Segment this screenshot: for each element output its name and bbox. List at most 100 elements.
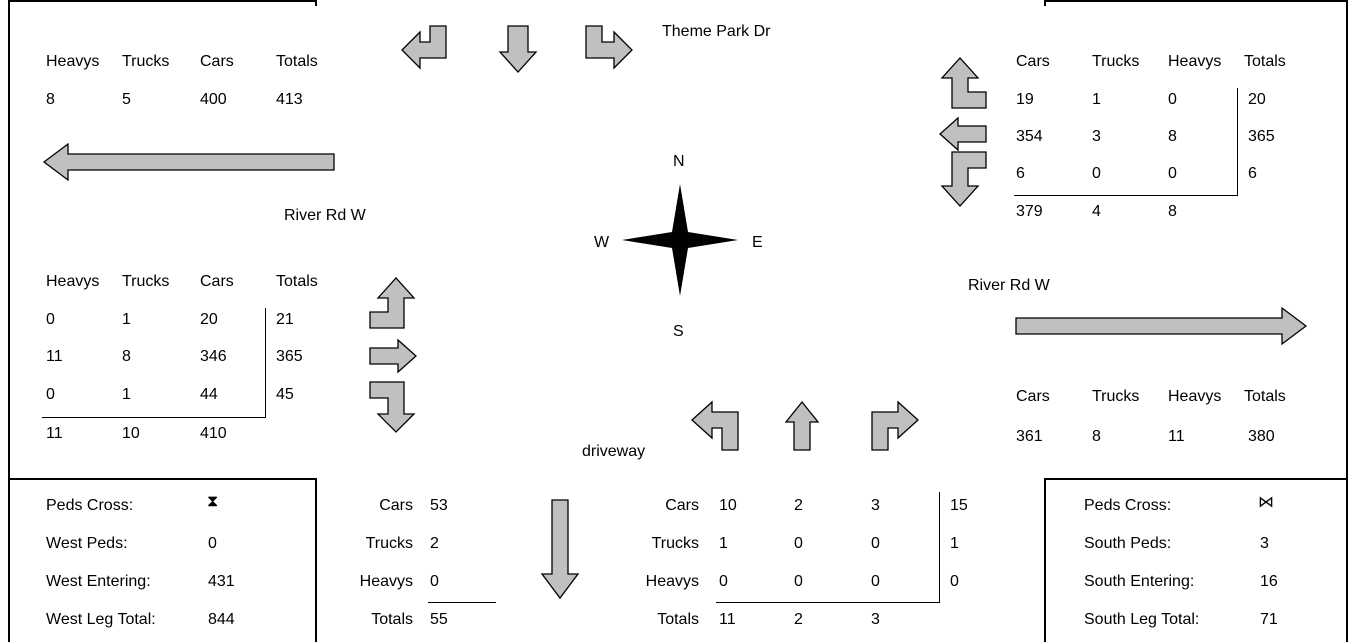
east-outbound-arrow-icon [1015, 306, 1308, 346]
east-out-header-trucks: Trucks [1092, 388, 1140, 405]
east-in-header-trucks: Trucks [1092, 53, 1140, 70]
south-in-r1-c3: 3 [871, 497, 880, 514]
west-in-r3-trucks: 1 [122, 386, 131, 403]
east-street-label: River Rd W [968, 277, 1050, 294]
west-in-header-heavys: Heavys [46, 273, 100, 290]
frame-top-right-tick [1044, 0, 1046, 6]
east-out-value-totals: 380 [1248, 428, 1275, 445]
east-left-turn-arrow-icon [940, 151, 987, 207]
east-in-r2-heavys: 8 [1168, 128, 1177, 145]
south-peds-value-entering: 16 [1260, 573, 1278, 590]
frame-bottom-right-v [1044, 478, 1046, 642]
south-in-r1-c1: 10 [719, 497, 737, 514]
west-peds-label-cross: Peds Cross: [46, 497, 134, 514]
west-in-r1-total: 21 [276, 311, 294, 328]
south-in-r2-total: 1 [950, 535, 959, 552]
south-peds-label-cross: Peds Cross: [1084, 497, 1172, 514]
east-out-value-cars: 361 [1016, 428, 1043, 445]
south-out-label-heavys: Heavys [359, 573, 413, 590]
south-out-label-trucks: Trucks [365, 535, 413, 552]
south-out-value-totals: 55 [430, 611, 448, 628]
west-street-label: River Rd W [284, 207, 366, 224]
west-in-r3-total: 45 [276, 386, 294, 403]
south-out-total-rule [428, 602, 496, 604]
west-in-r2-heavys: 11 [46, 348, 63, 365]
east-in-r3-total: 6 [1248, 165, 1257, 182]
south-in-r2-c2: 0 [794, 535, 803, 552]
north-header-heavys: Heavys [46, 53, 100, 70]
south-in-label-trucks: Trucks [651, 535, 699, 552]
east-in-total-trucks: 4 [1092, 203, 1101, 220]
west-in-header-trucks: Trucks [122, 273, 170, 290]
east-in-r1-total: 20 [1248, 91, 1266, 108]
west-left-turn-arrow-icon [369, 277, 416, 329]
east-in-header-cars: Cars [1016, 53, 1050, 70]
south-in-total-c3: 3 [871, 611, 880, 628]
south-in-r1-total: 15 [950, 497, 968, 514]
south-peds-cross-icon: ⋈ [1258, 494, 1274, 511]
west-in-r1-heavys: 0 [46, 311, 55, 328]
east-right-turn-arrow-icon [940, 57, 987, 109]
east-in-header-totals: Totals [1244, 53, 1286, 70]
south-left-turn-arrow-icon [691, 400, 739, 451]
frame-top-right [1044, 0, 1348, 2]
east-in-r1-heavys: 0 [1168, 91, 1177, 108]
south-in-r3-c3: 0 [871, 573, 880, 590]
south-out-value-heavys: 0 [430, 573, 439, 590]
west-right-turn-arrow-icon [369, 381, 416, 433]
south-in-total-c2: 2 [794, 611, 803, 628]
north-value-totals: 413 [276, 91, 303, 108]
south-in-label-totals: Totals [657, 611, 699, 628]
east-in-total-rule [1014, 195, 1238, 197]
west-outbound-arrow-icon [42, 142, 335, 182]
north-value-heavys: 8 [46, 91, 55, 108]
east-out-value-trucks: 8 [1092, 428, 1101, 445]
south-out-label-totals: Totals [371, 611, 413, 628]
compass-w-label: W [594, 234, 610, 251]
west-in-r1-trucks: 1 [122, 311, 131, 328]
west-in-total-heavys: 11 [46, 425, 63, 442]
south-outbound-arrow-icon [540, 499, 580, 600]
west-in-total-cars: 410 [200, 425, 227, 442]
east-in-r3-cars: 6 [1016, 165, 1025, 182]
compass-rose-icon [622, 184, 738, 296]
west-in-vertical-rule [265, 308, 267, 418]
south-in-label-heavys: Heavys [645, 573, 699, 590]
south-peds-label-entering: South Entering: [1084, 573, 1195, 590]
west-in-r1-cars: 20 [200, 311, 218, 328]
south-in-total-rule [716, 602, 940, 604]
west-in-r3-cars: 44 [200, 386, 218, 403]
west-peds-value-peds: 0 [208, 535, 217, 552]
east-out-header-heavys: Heavys [1168, 388, 1222, 405]
south-peds-label-total: South Leg Total: [1084, 611, 1200, 628]
south-in-r2-c1: 1 [719, 535, 728, 552]
south-in-label-cars: Cars [665, 497, 699, 514]
frame-left [8, 0, 10, 642]
south-in-r3-c2: 0 [794, 573, 803, 590]
east-in-r1-trucks: 1 [1092, 91, 1101, 108]
frame-top-left [8, 0, 316, 2]
south-street-label: driveway [582, 443, 646, 460]
west-in-total-rule [42, 417, 266, 419]
west-in-r2-cars: 346 [200, 348, 227, 365]
south-in-r3-c1: 0 [719, 573, 728, 590]
west-in-header-cars: Cars [200, 273, 234, 290]
east-in-r3-heavys: 0 [1168, 165, 1177, 182]
frame-bottom-right [1044, 478, 1348, 480]
north-right-turn-arrow-icon [585, 25, 633, 70]
south-peds-label-peds: South Peds: [1084, 535, 1172, 552]
north-header-totals: Totals [276, 53, 318, 70]
frame-right [1346, 0, 1348, 642]
north-header-cars: Cars [200, 53, 234, 70]
east-through-arrow-icon [939, 116, 987, 152]
west-in-r2-total: 365 [276, 348, 303, 365]
east-in-r1-cars: 19 [1016, 91, 1034, 108]
frame-bottom-left [8, 478, 316, 480]
south-out-value-cars: 53 [430, 497, 448, 514]
east-out-value-heavys: 11 [1168, 428, 1185, 445]
north-street-label: Theme Park Dr [662, 23, 771, 40]
north-value-trucks: 5 [122, 91, 131, 108]
frame-bottom-left-v [315, 478, 317, 642]
east-in-r2-total: 365 [1248, 128, 1275, 145]
east-in-r2-cars: 354 [1016, 128, 1043, 145]
